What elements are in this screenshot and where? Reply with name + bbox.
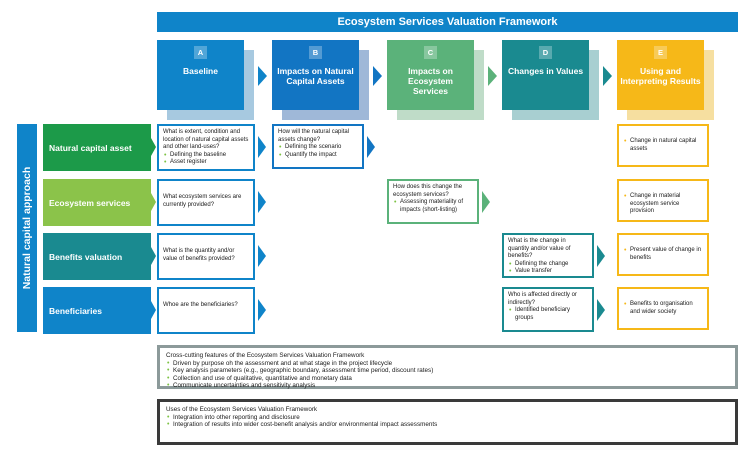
panel-bullet: Key analysis parameters (e.g., geographi… <box>166 367 729 375</box>
cell-bullet: Present value of change in benefits <box>623 247 703 262</box>
row-chevron-icon <box>151 138 156 156</box>
cell-a2: What ecosystem services are currently pr… <box>157 179 255 226</box>
cell-e1: Change in natural capital assets <box>617 124 709 167</box>
cell-bullets: Change in natural capital assets <box>623 138 703 153</box>
stage-letter: B <box>309 46 322 59</box>
cell-bullet: Identified beneficiary groups <box>508 307 588 322</box>
stage-title: Using and Interpreting Results <box>620 66 701 86</box>
cell-bullets: Change in material ecosystem service pro… <box>623 193 703 216</box>
cell-chevron-icon <box>258 191 266 213</box>
cell-bullet: Defining the change <box>508 261 588 269</box>
stage-letter: D <box>539 46 552 59</box>
cell-bullet: Value transfer <box>508 268 588 276</box>
cell-bullets: Assessing materiality of impacts (short-… <box>393 199 473 214</box>
panel-bullet: Integration of results into wider cost-b… <box>166 421 729 429</box>
stage-c: C Impacts on Ecosystem Services <box>387 40 474 110</box>
cell-d4: Who is affected directly or indirectly?I… <box>502 287 594 332</box>
cell-question: What ecosystem services are currently pr… <box>163 194 242 208</box>
row-chevron-icon <box>151 247 156 265</box>
stage-letter: E <box>654 46 667 59</box>
row-label: Benefits valuation <box>43 233 151 280</box>
panel-bullet: Collection and use of qualitative, quant… <box>166 375 729 383</box>
side-label: Natural capital approach <box>21 166 33 290</box>
cell-e2: Change in material ecosystem service pro… <box>617 179 709 222</box>
cell-chevron-icon <box>258 136 266 158</box>
cell-question: Who is affected directly or indirectly? <box>508 292 577 306</box>
stage-chevron-icon <box>603 66 612 86</box>
stage-title: Baseline <box>183 66 218 76</box>
stage-letter: C <box>424 46 437 59</box>
cross-cutting-panel: Cross-cutting features of the Ecosystem … <box>157 345 738 390</box>
stage-chevron-icon <box>258 66 267 86</box>
cell-bullet: Asset register <box>163 159 249 167</box>
natural-capital-approach-bar: Natural capital approach <box>17 124 37 332</box>
cell-bullet: Change in material ecosystem service pro… <box>623 193 703 216</box>
panel-bullet: Driven by purpose oh the assessment and … <box>166 360 729 368</box>
cell-chevron-icon <box>258 245 266 267</box>
cell-c2: How does this change the ecosystem servi… <box>387 179 479 224</box>
stage-e: E Using and Interpreting Results <box>617 40 704 110</box>
cell-bullet: Change in natural capital assets <box>623 138 703 153</box>
cell-bullets: Present value of change in benefits <box>623 247 703 262</box>
uses-list: Integration into other reporting and dis… <box>166 414 729 429</box>
cell-bullets: Benefits to organisation and wider socie… <box>623 301 703 316</box>
row-label: Natural capital asset <box>43 124 151 171</box>
stage-chevron-icon <box>488 66 497 86</box>
cell-question: What is the quantity and/or value of ben… <box>163 248 235 262</box>
cell-question: How does this change the ecosystem servi… <box>393 184 463 198</box>
panel-bullet: Communicate uncertainties and sensitivit… <box>166 382 729 390</box>
cell-chevron-icon <box>367 136 375 158</box>
stage-d: D Changes in Values <box>502 40 589 110</box>
stage-letter: A <box>194 46 207 59</box>
cross-cutting-title: Cross-cutting features of the Ecosystem … <box>166 352 365 359</box>
row-chevron-icon <box>151 301 156 319</box>
cell-bullet: Defining the scenario <box>278 144 358 152</box>
cell-bullet: Quantify the impact <box>278 152 358 160</box>
cell-d3: What is the change in quantity and/or va… <box>502 233 594 278</box>
cell-bullets: Identified beneficiary groups <box>508 307 588 322</box>
cell-a3: What is the quantity and/or value of ben… <box>157 233 255 280</box>
stage-title: Impacts on Natural Capital Assets <box>277 66 354 86</box>
cell-a4: Whoe are the beneficiaries? <box>157 287 255 334</box>
cell-e3: Present value of change in benefits <box>617 233 709 276</box>
cell-question: What is the change in quantity and/or va… <box>508 238 571 259</box>
cell-a1: What is extent, condition and location o… <box>157 124 255 171</box>
cell-chevron-icon <box>258 299 266 321</box>
row-chevron-icon <box>151 193 156 211</box>
cell-bullets: Defining the baselineAsset register <box>163 152 249 167</box>
stage-a: A Baseline <box>157 40 244 110</box>
cell-bullet: Defining the baseline <box>163 152 249 160</box>
uses-title: Uses of the Ecosystem Services Valuation… <box>166 406 318 413</box>
cell-bullet: Benefits to organisation and wider socie… <box>623 301 703 316</box>
panel-bullet: Integration into other reporting and dis… <box>166 414 729 422</box>
cell-chevron-icon <box>482 191 490 213</box>
cell-bullets: Defining the changeValue transfer <box>508 261 588 276</box>
cell-question: What is extent, condition and location o… <box>163 129 249 150</box>
uses-panel: Uses of the Ecosystem Services Valuation… <box>157 399 738 445</box>
cross-cutting-list: Driven by purpose oh the assessment and … <box>166 360 729 390</box>
cell-bullets: Defining the scenarioQuantify the impact <box>278 144 358 159</box>
cell-question: Whoe are the beneficiaries? <box>163 302 238 308</box>
cell-bullet: Assessing materiality of impacts (short-… <box>393 199 473 214</box>
row-label: Ecosystem services <box>43 179 151 226</box>
cell-chevron-icon <box>597 245 605 267</box>
stage-title: Changes in Values <box>507 66 584 76</box>
stage-b: B Impacts on Natural Capital Assets <box>272 40 359 110</box>
framework-title: Ecosystem Services Valuation Framework <box>157 12 738 32</box>
cell-question: How will the natural capital assets chan… <box>278 129 350 143</box>
cell-b1: How will the natural capital assets chan… <box>272 124 364 169</box>
stage-title: Impacts on Ecosystem Services <box>408 66 453 96</box>
cell-chevron-icon <box>597 299 605 321</box>
stage-chevron-icon <box>373 66 382 86</box>
cell-e4: Benefits to organisation and wider socie… <box>617 287 709 330</box>
row-label: Beneficiaries <box>43 287 151 334</box>
